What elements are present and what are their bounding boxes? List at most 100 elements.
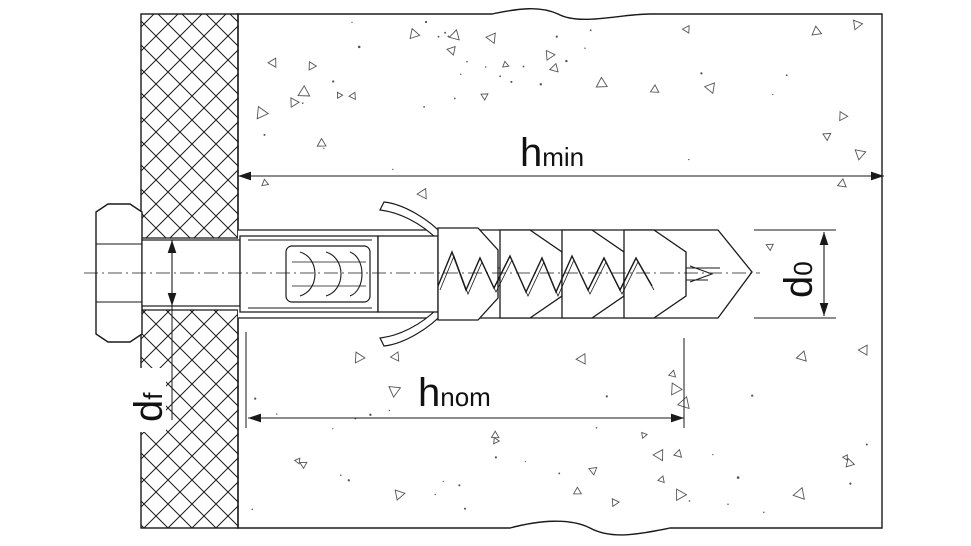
aggregate-dot	[763, 511, 765, 514]
hnom-label: hnom	[418, 371, 491, 415]
aggregate-triangle	[354, 351, 366, 364]
aggregate-triangle	[822, 132, 832, 142]
aggregate-triangle	[502, 60, 510, 68]
aggregate-dot	[712, 453, 714, 456]
aggregate-triangle	[409, 27, 421, 40]
aggregate-dot	[453, 97, 456, 100]
aggregate-dot	[340, 474, 342, 476]
d0-label: d0	[777, 261, 821, 298]
aggregate-triangle	[795, 350, 807, 362]
aggregate-triangle	[792, 486, 805, 500]
aggregate-dot	[785, 74, 788, 77]
aggregate-dot	[865, 443, 868, 446]
aggregate-triangle	[649, 83, 660, 93]
aggregate-dot	[688, 158, 690, 161]
aggregate-dot	[466, 60, 468, 63]
aggregate-triangle	[548, 62, 559, 73]
aggregate-triangle	[641, 431, 648, 440]
aggregate-dot	[301, 102, 304, 104]
aggregate-triangle	[485, 32, 496, 45]
aggregate-triangle	[652, 448, 664, 462]
aggregate-dot	[700, 72, 703, 75]
aggregate-triangle	[657, 475, 665, 484]
df-label: df	[127, 392, 171, 422]
aggregate-dot	[332, 428, 334, 430]
aggregate-dot	[463, 507, 467, 510]
aggregate-triangle	[587, 466, 598, 476]
aggregate-dot	[772, 93, 774, 96]
aggregate-triangle	[267, 57, 277, 68]
aggregate-triangle	[316, 137, 327, 147]
aggregate-triangle	[480, 93, 489, 102]
aggregate-dot	[558, 472, 561, 475]
aggregate-dot	[347, 479, 350, 482]
aggregate-triangle	[841, 454, 848, 461]
aggregate-dot	[442, 480, 444, 482]
aggregate-dot	[388, 409, 391, 412]
aggregate-triangle	[448, 29, 460, 41]
aggregate-triangle	[853, 19, 864, 31]
aggregate-triangle	[671, 382, 683, 396]
aggregate-triangle	[394, 489, 406, 501]
aggregate-dot	[605, 395, 608, 398]
aggregate-triangle	[839, 110, 849, 122]
aggregate-triangle	[676, 488, 688, 502]
aggregate-triangle	[854, 149, 867, 161]
aggregate-triangle	[575, 353, 586, 365]
aggregate-dot	[524, 460, 526, 463]
aggregate-triangle	[308, 61, 318, 71]
aggregate-triangle	[811, 25, 823, 36]
aggregate-dot	[510, 80, 513, 83]
aggregate-triangle	[388, 386, 402, 398]
aggregate-triangle	[595, 76, 608, 88]
aggregate-dot	[727, 503, 729, 505]
aggregate-dot	[584, 47, 586, 49]
aggregate-dot	[424, 20, 428, 24]
aggregate-dot	[484, 66, 487, 68]
aggregate-dot	[437, 35, 440, 38]
aggregate-triangle	[389, 351, 400, 362]
aggregate-triangle	[572, 486, 583, 495]
aggregate-triangle	[545, 49, 556, 61]
df-dimension: df	[122, 240, 177, 432]
aggregate-dot	[849, 482, 852, 485]
d0-dimension: d0	[754, 229, 836, 319]
aggregate-dot	[369, 413, 372, 417]
aggregate-triangle	[836, 178, 847, 188]
aggregate-dot	[423, 105, 426, 108]
aggregate-dot	[595, 426, 598, 429]
aggregate-triangle	[416, 187, 427, 200]
aggregate-dot	[494, 456, 497, 459]
aggregate-triangle	[256, 105, 270, 120]
aggregate-triangle	[845, 457, 856, 468]
aggregate-dot	[263, 133, 266, 136]
aggregate-dot	[736, 476, 740, 479]
aggregate-triangle	[676, 395, 690, 410]
aggregate-dot	[392, 168, 394, 171]
aggregate-dot	[251, 508, 254, 511]
aggregate-triangle	[299, 461, 308, 470]
aggregate-dot	[539, 83, 543, 86]
hmin-dimension: hmin	[238, 131, 884, 181]
aggregate-triangle	[667, 369, 677, 378]
aggregate-triangle	[611, 498, 620, 508]
aggregate-dot	[254, 397, 257, 400]
aggregate-triangle	[290, 97, 301, 108]
aggregate-dot	[357, 45, 361, 49]
aggregate-dot	[332, 80, 335, 83]
aggregate-triangle	[681, 24, 690, 34]
aggregate-triangle	[336, 91, 344, 100]
hmin-label: hmin	[520, 131, 584, 175]
aggregate-dot	[565, 59, 568, 63]
aggregate-dot	[276, 413, 278, 415]
aggregate-triangle	[348, 91, 356, 101]
aggregate-dot	[751, 394, 754, 397]
aggregate-dot	[522, 65, 525, 68]
concrete-aggregate-speckles	[251, 19, 868, 514]
aggregate-triangle	[703, 82, 716, 95]
aggregate-dot	[447, 35, 450, 38]
aggregate-dot	[555, 35, 558, 38]
aggregate-dot	[589, 29, 592, 32]
aggregate-dot	[444, 31, 447, 34]
